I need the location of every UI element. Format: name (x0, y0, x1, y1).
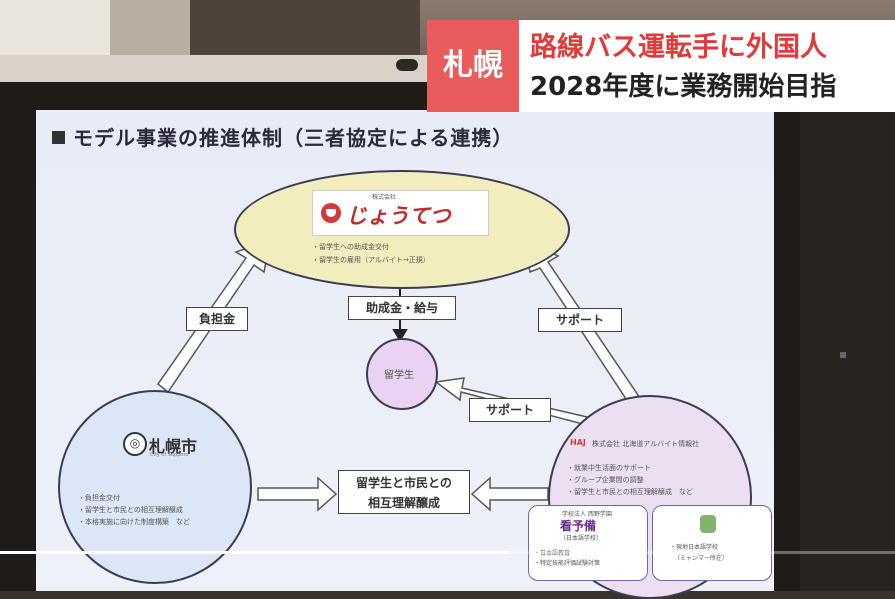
school-myanmar-box (652, 505, 772, 581)
label-futankin: 負担金 (186, 307, 248, 331)
sapporo-emblem-icon: ◎ (123, 432, 147, 456)
haj-role-1: ・就業中生活面のサポート (567, 464, 651, 472)
student-label: 留学生 (384, 370, 414, 381)
arrow-right-to-bottom (470, 476, 549, 512)
school-kanyobi-title: 看予備 (560, 519, 597, 533)
sapporo-city-sub: City of Sapporo (150, 452, 189, 458)
monitor-camera (396, 59, 418, 71)
jotetsu-role-1: ・留学生への助成金交付 (312, 243, 389, 251)
school-kanyobi-role-1: ・日本語教育 (534, 550, 571, 557)
location-badge: 札幌 (427, 20, 519, 112)
jotetsu-logo-box (312, 190, 489, 236)
school-myanmar-role-2: （ミャンマー所在） (674, 555, 729, 562)
haj-company-name: 株式会社 北海道アルバイト情報社 (592, 440, 700, 448)
sapporo-role-3: ・本格実施に向けた制度構築 など (78, 518, 190, 526)
label-support-right: サポート (538, 308, 622, 332)
jotetsu-logo-icon (321, 203, 341, 223)
bullet-square-icon (52, 131, 65, 144)
jotetsu-logo-text: じょうてつ (346, 204, 451, 228)
caption-background (519, 20, 895, 112)
arrow-left-to-bottom (257, 476, 338, 512)
arrow-down-head (392, 329, 408, 342)
caption-subline: 2028年度に業務開始目指 (530, 72, 837, 102)
school-myanmar-role-1: ・現地日本語学校 (670, 544, 719, 551)
jotetsu-role-2: ・留学生の雇用（アルバイト→正規） (312, 256, 430, 264)
haj-logo: HAJ (570, 438, 586, 447)
monitor-frame-top (0, 55, 430, 83)
school-kanyobi-box (528, 505, 648, 581)
school-kanyobi-sub: （日本語学校） (560, 535, 603, 542)
school-kanyobi-role-2: ・特定技能評価試験対策 (534, 560, 601, 567)
background-pillar (110, 0, 190, 60)
haj-role-2: ・グループ企業間の調整 (567, 476, 644, 484)
sapporo-role-2: ・留学生と市民との相互理解醸成 (78, 506, 183, 514)
background-window (0, 0, 110, 60)
video-progress-fill (0, 551, 511, 554)
sapporo-city-circle (58, 390, 252, 584)
background-wall-right (800, 82, 895, 591)
sapporo-city-name: 札幌市 (149, 437, 198, 456)
sapporo-role-1: ・負担金交付 (78, 494, 120, 502)
background-wall (190, 0, 420, 60)
video-progress-bar[interactable] (0, 551, 895, 554)
label-support-center: サポート (469, 398, 551, 422)
haj-role-3: ・留学生と市民との相互理解醸成 など (567, 488, 693, 496)
slide-title: モデル事業の推進体制（三者協定による連携） (52, 122, 513, 151)
caption-headline: 路線バス運転手に外国人 (530, 32, 827, 63)
student-circle (366, 338, 438, 410)
caption-clip: 路線バス運転手に外国人 2028年度に業務開始目指 (519, 20, 895, 112)
school-kanyobi-small: 学校法人 西野学園 (562, 511, 612, 518)
school-myanmar-logo-icon (700, 515, 716, 533)
jotetsu-small-label: 株式会社 (372, 194, 397, 201)
wall-fixture (840, 352, 846, 358)
label-mutual-understanding: 留学生と市民との 相互理解醸成 (338, 470, 470, 514)
label-josei-kyuyo: 助成金・給与 (348, 296, 456, 320)
